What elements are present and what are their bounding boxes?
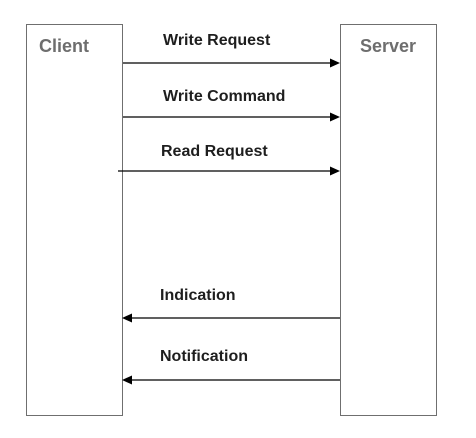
arrowhead-right-icon	[330, 166, 340, 176]
arrowhead-left-icon	[122, 313, 132, 323]
message-label: Read Request	[161, 143, 268, 160]
message-label: Write Request	[163, 32, 271, 49]
message-read-request: Read Request	[118, 143, 340, 176]
server-lane: Server	[340, 24, 437, 416]
arrowhead-right-icon	[330, 112, 340, 122]
client-lane-box	[26, 24, 123, 416]
server-lane-box	[340, 24, 437, 416]
arrowhead-right-icon	[330, 58, 340, 68]
server-lane-title: Server	[360, 36, 416, 56]
message-write-request: Write Request	[123, 32, 340, 68]
message-label: Notification	[160, 348, 248, 365]
client-lane: Client	[26, 24, 123, 416]
message-write-command: Write Command	[123, 88, 340, 122]
message-notification: Notification	[122, 348, 340, 385]
arrowhead-left-icon	[122, 375, 132, 385]
message-label: Indication	[160, 287, 236, 304]
message-indication: Indication	[122, 287, 340, 323]
message-label: Write Command	[163, 88, 285, 105]
client-lane-title: Client	[39, 36, 89, 56]
